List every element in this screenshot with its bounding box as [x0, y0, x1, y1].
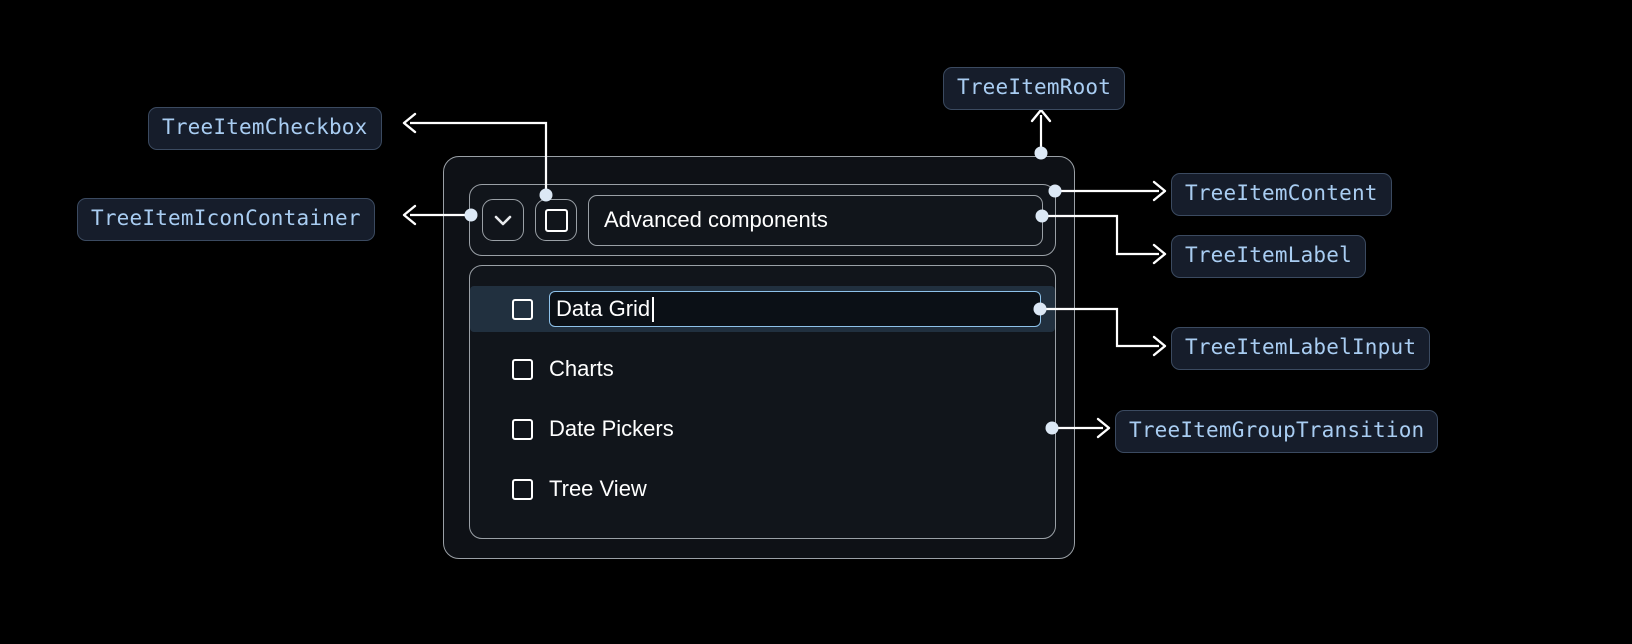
- annotation-chip-tree-item-root: TreeItemRoot: [943, 67, 1126, 110]
- connector-root-arrowhead: [1030, 108, 1052, 123]
- annotation-chip-tree-item-label-input: TreeItemLabelInput: [1171, 327, 1431, 370]
- tree-item-label-input-value: Data Grid: [556, 296, 651, 321]
- connector-label-input-arrowhead: [1152, 335, 1167, 357]
- tree-item-icon-container[interactable]: [482, 199, 524, 241]
- tree-item-label-input[interactable]: Data Grid: [549, 291, 1041, 327]
- tree-item-label-text: Tree View: [549, 476, 647, 501]
- checkbox-unchecked-icon[interactable]: [512, 358, 533, 380]
- tree-item-group-transition: Data Grid Charts Date Pickers Tree View: [469, 265, 1056, 539]
- checkbox-unchecked-icon: [544, 208, 568, 232]
- tree-item-row-charts[interactable]: Charts: [470, 346, 1055, 392]
- tree-item-root[interactable]: Advanced components Data Grid Charts Dat…: [443, 156, 1075, 559]
- tree-item-row-tree-view[interactable]: Tree View: [470, 466, 1055, 512]
- checkbox-unchecked-icon[interactable]: [512, 418, 533, 440]
- tree-item-label-text: Advanced components: [604, 207, 828, 232]
- text-caret: [652, 296, 654, 322]
- tree-item-label[interactable]: Advanced components: [588, 194, 1043, 246]
- connector-label-arrowhead: [1152, 243, 1167, 265]
- connector-group-transition-arrowhead: [1096, 417, 1111, 439]
- tree-item-checkbox[interactable]: [535, 199, 577, 241]
- tree-item-label-text: Charts: [549, 356, 614, 381]
- chevron-down-icon: [490, 207, 516, 233]
- annotation-chip-tree-item-content: TreeItemContent: [1171, 173, 1392, 216]
- annotation-chip-tree-item-label: TreeItemLabel: [1171, 235, 1366, 278]
- annotation-chip-tree-item-group-transition: TreeItemGroupTransition: [1115, 410, 1439, 453]
- tree-item-row-date-pickers[interactable]: Date Pickers: [470, 406, 1055, 452]
- tree-item-row-data-grid[interactable]: Data Grid: [470, 286, 1055, 332]
- connector-checkbox-arrowhead: [402, 112, 417, 134]
- annotation-chip-tree-item-checkbox: TreeItemCheckbox: [148, 107, 382, 150]
- connector-content-arrowhead: [1152, 180, 1167, 202]
- checkbox-unchecked-icon[interactable]: [512, 478, 533, 500]
- tree-item-content[interactable]: Advanced components: [469, 184, 1056, 256]
- checkbox-unchecked-icon[interactable]: [512, 298, 533, 320]
- connector-icon-container-arrowhead: [402, 204, 417, 226]
- annotation-chip-tree-item-icon-container: TreeItemIconContainer: [77, 198, 375, 241]
- tree-item-label-text: Date Pickers: [549, 416, 674, 441]
